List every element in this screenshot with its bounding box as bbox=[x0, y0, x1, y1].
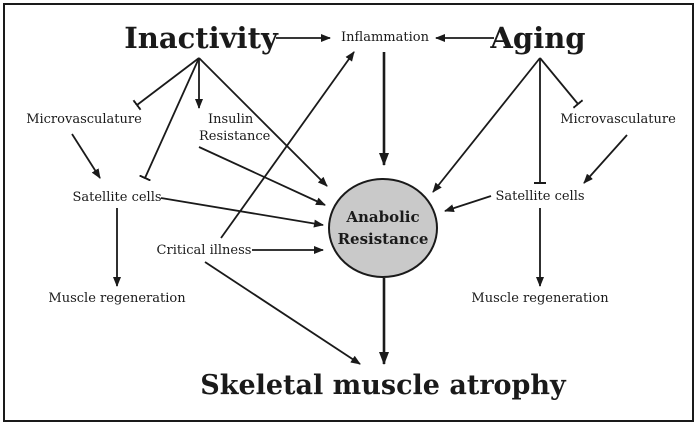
critical-illness-label: Critical illness bbox=[157, 243, 252, 258]
microvasculature-left-label: Microvasculature bbox=[26, 112, 142, 127]
insulin-label-line2: Resistance bbox=[199, 129, 271, 144]
arrow-aging-anabolic bbox=[432, 57, 541, 193]
microvasculature-right-label: Microvasculature bbox=[560, 112, 676, 127]
inactivity-label: Inactivity bbox=[124, 21, 279, 55]
inhibit-aging-microvasculature bbox=[539, 57, 584, 109]
arrow-satellite-right-anabolic bbox=[444, 195, 492, 213]
skeletal-muscle-atrophy-label: Skeletal muscle atrophy bbox=[200, 370, 567, 401]
arrow-microvasculature-satellite-right bbox=[583, 134, 628, 184]
aging-label: Aging bbox=[489, 21, 585, 55]
arrow-critical-illness-inflammation bbox=[220, 51, 355, 239]
anabolic-label-line1: Anabolic bbox=[345, 208, 419, 226]
anabolic-label-line2: Resistance bbox=[338, 230, 429, 248]
anabolic-resistance-circle bbox=[328, 178, 438, 278]
inhibit-inactivity-satellite bbox=[139, 57, 200, 182]
arrow-critical-illness-atrophy bbox=[204, 261, 361, 365]
inflammation-label: Inflammation bbox=[341, 30, 430, 45]
satellite-left-label: Satellite cells bbox=[72, 190, 161, 205]
arrow-insulin-anabolic bbox=[198, 146, 326, 206]
insulin-label-line1: Insulin bbox=[208, 112, 254, 127]
arrow-microvasculature-satellite-left bbox=[71, 133, 101, 179]
arrow-satellite-left-anabolic bbox=[160, 197, 324, 228]
regeneration-left-label: Muscle regeneration bbox=[48, 291, 186, 306]
arrow-inactivity-anabolic bbox=[198, 57, 328, 187]
satellite-right-label: Satellite cells bbox=[495, 189, 584, 204]
inhibit-inactivity-microvasculature bbox=[132, 57, 200, 111]
regeneration-right-label: Muscle regeneration bbox=[471, 291, 609, 306]
